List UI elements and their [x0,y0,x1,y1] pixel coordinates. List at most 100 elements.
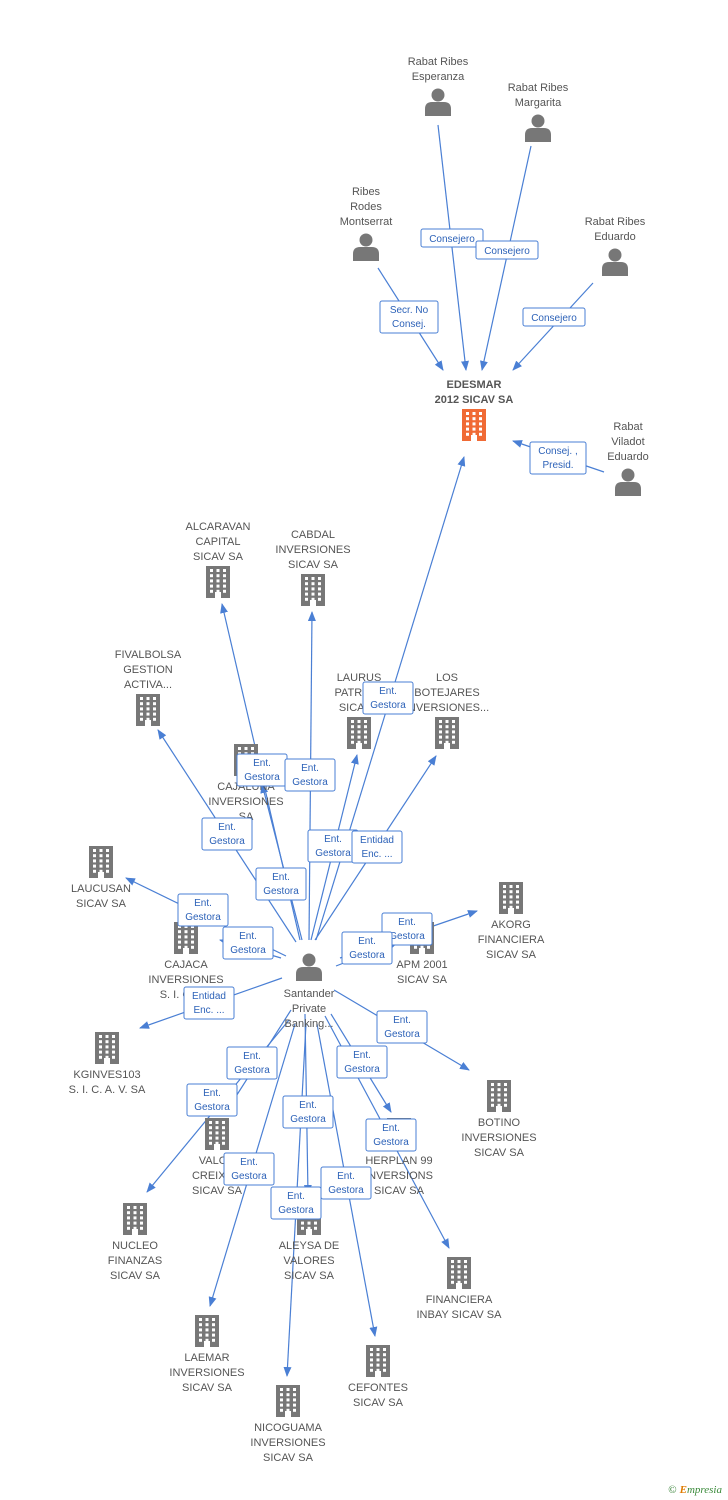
edge-label-text: Consej. [392,319,426,330]
edge-label-box[interactable] [362,681,414,715]
node-label-line: Montserrat [340,216,393,228]
edge-label-box[interactable] [341,931,393,965]
node-label-line: Rabat Ribes [508,82,569,94]
edge-label-box[interactable] [376,1010,428,1044]
santander-person-icon[interactable] [296,953,322,982]
node-label-line: INVERSIONES [275,544,350,556]
edge-label-text: Gestora [315,848,351,859]
node-label-line: INVERSIONES [250,1437,325,1449]
edge-label-text: Gestora [234,1065,270,1076]
valor-building-icon[interactable] [205,1118,229,1150]
edge-label-santander-to-akorg[interactable]: Ent.Gestora [381,912,433,946]
fivalbolsa-building-icon[interactable] [136,694,160,726]
edge-label-box[interactable] [351,830,403,864]
edge-label-santander-to-cajaca[interactable]: Ent.Gestora [222,926,274,960]
montserrat-person-icon[interactable] [353,233,379,262]
edge-label-box[interactable] [379,300,439,334]
akorg-building-icon[interactable] [499,882,523,914]
edge-label-text: Gestora [263,886,299,897]
edge-label-box[interactable] [201,817,253,851]
edge-label-santander-to-aleysa[interactable]: Ent.Gestora [282,1095,334,1129]
edge-label-eduardo-to-edesmar[interactable]: Consejero [522,307,586,327]
edge-label-box[interactable] [255,867,307,901]
edge-label-box[interactable] [365,1118,417,1152]
kginves-building-icon[interactable] [95,1032,119,1064]
node-label-line: Rodes [350,201,382,213]
edge-label-santander-to-valor[interactable]: Ent.Gestora [226,1046,278,1080]
esperanza-person-icon[interactable] [425,88,451,117]
edge-label-box[interactable] [282,1095,334,1129]
edge-label-santander-to-cabdal[interactable]: Ent.Gestora [284,758,336,792]
edge-label-esperanza-to-edesmar[interactable]: Consejero [420,228,484,248]
edge-label-box[interactable] [183,986,235,1020]
nicoguama-building-icon[interactable] [276,1385,300,1417]
edge-label-viladot-to-edesmar[interactable]: Consej. ,Presid. [529,441,587,475]
edge-label-box[interactable] [177,893,229,927]
edge-label-box[interactable] [320,1166,372,1200]
node-label-line: BOTINO [478,1117,521,1129]
edge-label-santander-to-nicoguama[interactable]: Ent.Gestora [270,1186,322,1220]
edge-label-box[interactable] [529,441,587,475]
edge-label-text: Gestora [290,1114,326,1125]
edge-label-box[interactable] [381,912,433,946]
node-label-line: 2012 SICAV SA [435,394,514,406]
edge-label-santander-to-cajaluna[interactable]: Ent.Gestora [255,867,307,901]
edge-label-santander-to-botejares[interactable]: EntidadEnc. ... [351,830,403,864]
edge-label-box[interactable] [186,1083,238,1117]
botino-building-icon[interactable] [487,1080,511,1112]
edge-label-santander-to-herplan[interactable]: Ent.Gestora [336,1045,388,1079]
eduardo-person-icon[interactable] [602,248,628,277]
cajaca-building-icon[interactable] [174,922,198,954]
edge-label-santander-to-laucusan[interactable]: Ent.Gestora [177,893,229,927]
edge-label-santander-to-apm[interactable]: Ent.Gestora [341,931,393,965]
laucusan-building-icon[interactable] [89,846,113,878]
edge-label-box[interactable] [420,228,484,248]
laemar-building-icon[interactable] [195,1315,219,1347]
edge-label-box[interactable] [270,1186,322,1220]
edge-label-text: Gestora [230,945,266,956]
edge-label-box[interactable] [226,1046,278,1080]
edge-label-box[interactable] [223,1152,275,1186]
edge-label-santander-to-cefontes[interactable]: Ent.Gestora [320,1166,372,1200]
edge-label-text: Consejero [484,246,530,257]
inbay-building-icon[interactable] [447,1257,471,1289]
viladot-person-icon[interactable] [615,468,641,497]
edge-label-santander-to-laemar[interactable]: Ent.Gestora [223,1152,275,1186]
copyright-icon: © [668,1484,677,1496]
node-label-line: Viladot [611,436,644,448]
edge-label-text: Ent. [253,758,271,769]
edge-label-box[interactable] [522,307,586,327]
cefontes-building-icon[interactable] [366,1345,390,1377]
edge-label-box[interactable] [222,926,274,960]
laurus-building-icon[interactable] [347,717,371,749]
edge-label-text: Gestora [373,1137,409,1148]
alcaravan-building-icon[interactable] [206,566,230,598]
edge-label-santander-to-edesmar[interactable]: Ent.Gestora [362,681,414,715]
edge-label-santander-to-alcaravan[interactable]: Ent.Gestora [236,753,288,787]
nucleo-building-icon[interactable] [123,1203,147,1235]
node-label-line: CABDAL [291,529,335,541]
node-label-line: LAURUS [337,672,382,684]
edge-label-santander-to-laurus[interactable]: Ent.Gestora [307,829,359,863]
edge-label-text: Ent. [240,1157,258,1168]
edge-label-box[interactable] [336,1045,388,1079]
edge-label-santander-to-fivalbolsa[interactable]: Ent.Gestora [201,817,253,851]
edge-label-santander-to-botino[interactable]: Ent.Gestora [376,1010,428,1044]
cabdal-building-icon[interactable] [301,574,325,606]
edesmar-building-icon[interactable] [462,409,486,441]
margarita-person-icon[interactable] [525,114,551,143]
edge-label-santander-to-nucleo[interactable]: Ent.Gestora [186,1083,238,1117]
edge-label-box[interactable] [475,240,539,260]
botejares-building-icon[interactable] [435,717,459,749]
edge-label-santander-to-inbay[interactable]: Ent.Gestora [365,1118,417,1152]
edge-label-box[interactable] [284,758,336,792]
node-label-line: SICAV SA [182,1382,233,1394]
edge-label-margarita-to-edesmar[interactable]: Consejero [475,240,539,260]
edge-label-santander-to-kginves[interactable]: EntidadEnc. ... [183,986,235,1020]
